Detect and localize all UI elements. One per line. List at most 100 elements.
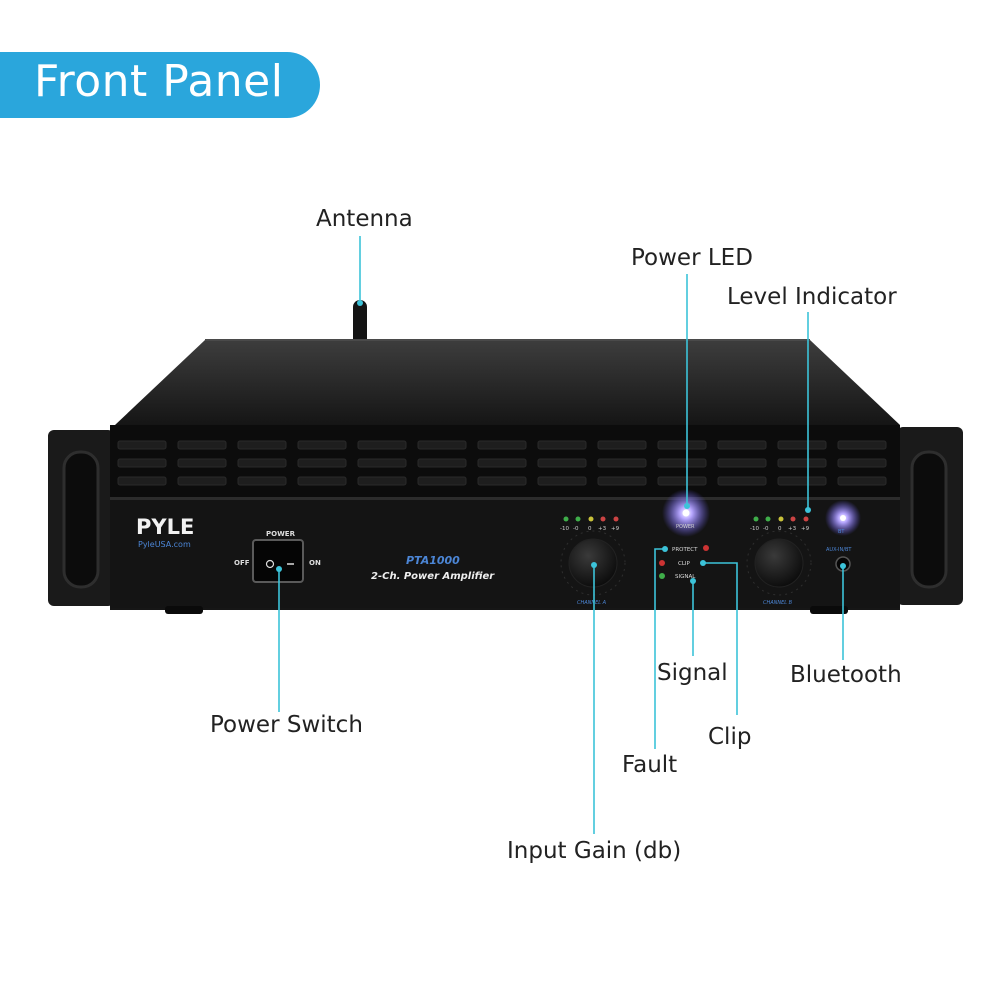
vent-slot: [657, 476, 707, 486]
vent-slot: [837, 458, 887, 468]
clip-leader: [703, 562, 738, 715]
vent-slot: [657, 458, 707, 468]
level-led: [753, 516, 759, 522]
vent-slot: [597, 476, 647, 486]
level-led: [575, 516, 581, 522]
vent-slot: [477, 458, 527, 468]
vent-slot: [297, 440, 347, 450]
channel-a-label: CHANNEL A: [577, 600, 607, 606]
signal-callout: Signal: [657, 660, 728, 686]
leader-lines: [278, 236, 844, 834]
fault-leader: [654, 548, 665, 749]
power-led-callout: Power LED: [631, 245, 753, 271]
level-scale-label: +3: [788, 526, 797, 532]
vent-slot: [237, 458, 287, 468]
vent-slot: [537, 476, 587, 486]
vent-slot: [717, 458, 767, 468]
right-foot: [810, 606, 848, 614]
vent-slot: [357, 476, 407, 486]
level-led: [790, 516, 796, 522]
vent-slot: [237, 476, 287, 486]
leader-dot: [684, 503, 690, 509]
vent-slot: [537, 458, 587, 468]
left-handle: [62, 450, 100, 589]
level-led: [765, 516, 771, 522]
leader-dot: [840, 563, 846, 569]
level-scale-label: +9: [801, 526, 810, 532]
leader-dot: [662, 546, 668, 552]
power-off-label: OFF: [234, 559, 250, 567]
antenna: [353, 300, 367, 350]
level-scale-label: -0: [763, 526, 769, 532]
antenna-callout: Antenna: [316, 206, 413, 232]
brand-website: PyleUSA.com: [138, 540, 191, 549]
level-led: [600, 516, 606, 522]
vent-slot: [837, 440, 887, 450]
brand-logo: PYLE: [136, 515, 194, 539]
leader-dots: [276, 300, 846, 584]
channel-b-level-leds: [753, 516, 809, 522]
vent-slot: [777, 458, 827, 468]
channel-a-level-scale: -10 -0 0 +3 +9: [560, 526, 620, 532]
channel-a-level-leds: [563, 516, 619, 522]
vent-slot: [177, 458, 227, 468]
vent-slot: [297, 476, 347, 486]
vent-slot: [117, 440, 167, 450]
vent-slot: [597, 440, 647, 450]
vent-slot: [597, 458, 647, 468]
vent-slot: [297, 458, 347, 468]
power-switch-label: POWER: [266, 530, 296, 538]
vent-slot: [177, 440, 227, 450]
bluetooth-led-label: BT: [838, 529, 845, 535]
leader-dot: [700, 560, 706, 566]
clip-led: [659, 560, 665, 566]
channel-b-gain-knob[interactable]: [754, 538, 804, 588]
vent-slot: [357, 440, 407, 450]
vent-slot: [477, 440, 527, 450]
level-led: [563, 516, 569, 522]
protect-led: [703, 545, 709, 551]
leader-dot: [591, 562, 597, 568]
signal-label: SIGNAL: [675, 574, 696, 580]
vent-slot: [117, 458, 167, 468]
clip-callout: Clip: [708, 724, 752, 750]
vent-slot: [477, 476, 527, 486]
vent-slot: [717, 440, 767, 450]
level-led: [588, 516, 594, 522]
leader-dot: [805, 507, 811, 513]
power-led-label: POWER: [676, 524, 695, 530]
channel-b-level-scale: -10 -0 0 +3 +9: [750, 526, 810, 532]
leader-dot: [690, 578, 696, 584]
power-switch-callout: Power Switch: [210, 712, 363, 738]
aux-input-label: AUX-IN/BT: [826, 547, 852, 553]
level-scale-label: 0: [588, 526, 592, 532]
level-led: [613, 516, 619, 522]
vent-slot: [837, 476, 887, 486]
leader-dot: [357, 300, 363, 306]
vent-slot: [117, 476, 167, 486]
vent-slot: [777, 440, 827, 450]
signal-led: [659, 573, 665, 579]
input-gain-callout: Input Gain (db): [507, 838, 682, 864]
left-foot: [165, 606, 203, 614]
vent-slot: [537, 440, 587, 450]
vent-slot: [717, 476, 767, 486]
vent-slot: [657, 440, 707, 450]
right-handle: [910, 450, 948, 589]
channel-b-knob-scale-ring: [746, 530, 812, 596]
vent-slot: [777, 476, 827, 486]
power-on-label: ON: [309, 559, 321, 567]
clip-label: CLIP: [678, 561, 691, 567]
level-led: [778, 516, 784, 522]
power-off-mark-icon: [265, 559, 275, 569]
level-led: [803, 516, 809, 522]
level-scale-label: +3: [598, 526, 607, 532]
level-scale-label: -10: [750, 526, 759, 532]
fault-callout: Fault: [622, 752, 678, 778]
vent-slot: [417, 458, 467, 468]
power-switch[interactable]: [252, 539, 304, 583]
model-description: 2-Ch. Power Amplifier: [371, 571, 495, 582]
level-scale-label: -0: [573, 526, 579, 532]
level-scale-label: -10: [560, 526, 569, 532]
